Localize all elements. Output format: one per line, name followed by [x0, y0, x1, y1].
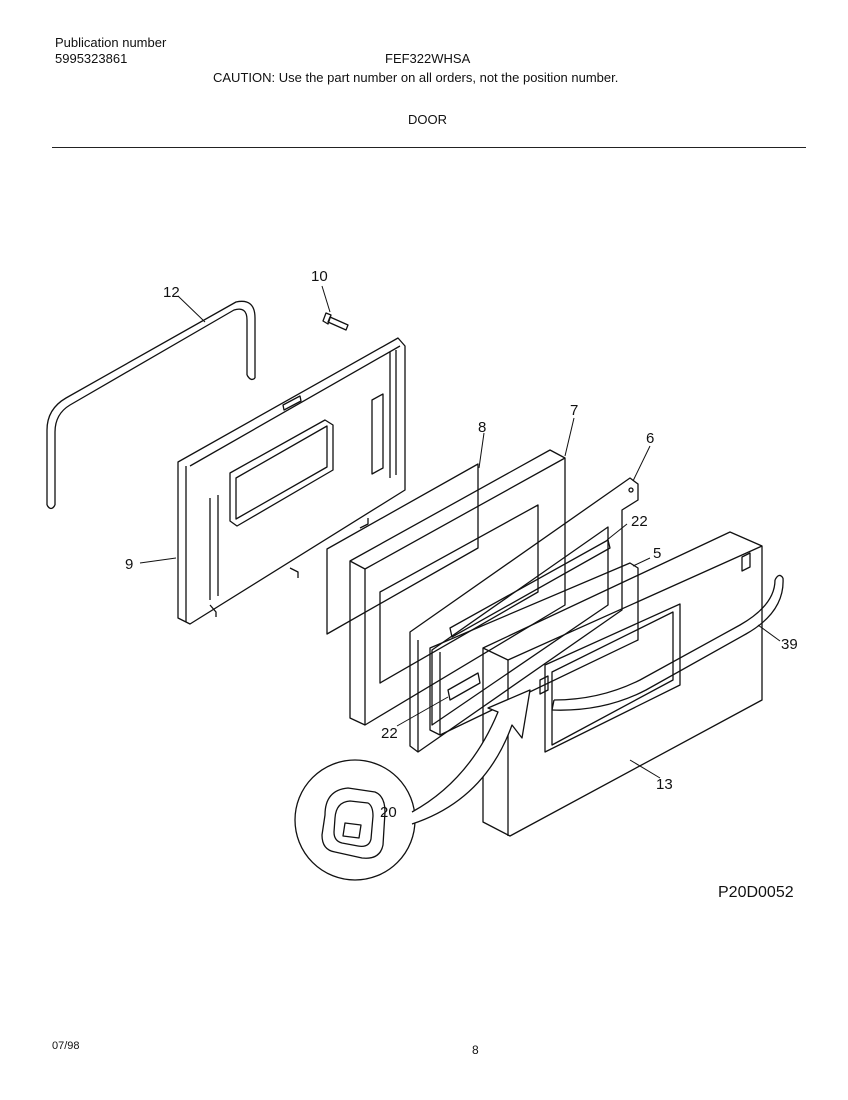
callout-9: 9: [125, 556, 133, 573]
page-number: 8: [472, 1043, 479, 1057]
callout-20: 20: [380, 804, 397, 821]
callout-13: 13: [656, 776, 673, 793]
footer-date: 07/98: [52, 1040, 80, 1052]
screw-part: [322, 312, 349, 331]
header-divider: [52, 147, 806, 148]
door-gasket-part: [46, 300, 256, 510]
detail-arrow: [411, 689, 531, 825]
publication-number: 5995323861: [55, 51, 128, 66]
callout-12: 12: [163, 284, 180, 301]
model-number: FEF322WHSA: [385, 51, 471, 66]
bumper-detail-part: [294, 759, 416, 881]
publication-label: Publication number: [55, 35, 167, 50]
door-frame-part: [349, 449, 566, 726]
window-bracket-part: [409, 477, 639, 753]
door-handle-part: [551, 574, 784, 711]
callout-5: 5: [653, 545, 661, 562]
callout-39: 39: [781, 636, 798, 653]
callout-6: 6: [646, 430, 654, 447]
window-glass-part: [429, 562, 639, 736]
callout-7: 7: [570, 402, 578, 419]
glass-retainer-part: [447, 539, 611, 701]
outer-door-panel-part: [482, 531, 763, 837]
inner-door-liner-part: [177, 337, 406, 625]
callout-8: 8: [478, 419, 486, 436]
section-title: DOOR: [408, 112, 447, 127]
callout-10: 10: [311, 268, 328, 285]
callout-22-bottom: 22: [381, 725, 398, 742]
callout-22-top: 22: [631, 513, 648, 530]
window-pack-part: [326, 463, 479, 635]
diagram-code: P20D0052: [718, 884, 794, 901]
caution-note: CAUTION: Use the part number on all orde…: [213, 70, 619, 85]
